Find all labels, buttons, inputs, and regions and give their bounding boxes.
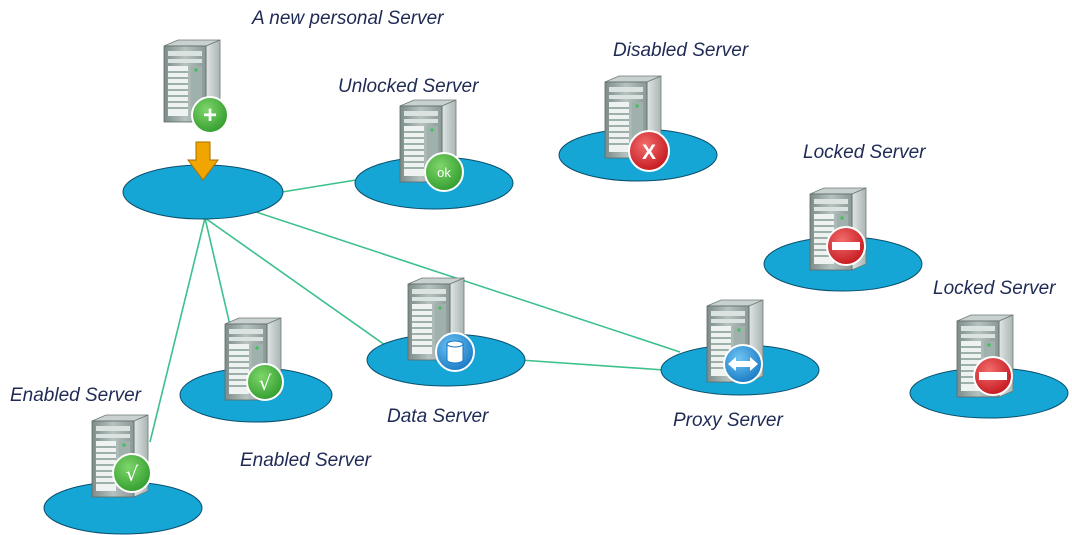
database-icon [435,332,475,372]
link-hub-unlocked [281,179,357,193]
add-badge-text: + [203,102,217,129]
label-enabled-server-1: Enabled Server [10,385,141,406]
label-data-server: Data Server [387,406,489,427]
link-data-proxy [519,359,665,371]
no-entry-icon [826,226,866,266]
down-arrow-icon [187,141,219,181]
plus-circle-icon: + [191,96,229,134]
label-enabled-server-2: Enabled Server [240,450,371,471]
link-hub-enabled-1 [149,217,206,443]
platforms [43,128,1069,535]
checkmark-circle-icon: √ [246,363,284,401]
disabled-badge-text: X [642,141,656,164]
link-hub-proxy [249,209,681,353]
x-circle-icon: X [628,130,670,172]
label-disabled-server: Disabled Server [613,40,749,61]
check-badge-text: √ [259,371,272,395]
ok-badge-text: ok [437,165,451,180]
check-badge-text: √ [126,462,139,486]
checkmark-circle-icon: √ [112,453,152,493]
label-proxy-server: Proxy Server [673,410,783,431]
label-locked-server-2: Locked Server [933,278,1056,299]
label-locked-server-1: Locked Server [803,142,926,163]
label-new-personal-server: A new personal Server [252,8,444,29]
ok-circle-icon: ok [424,152,464,192]
connector-lines [149,179,681,443]
double-arrow-icon [723,344,763,384]
label-unlocked-server: Unlocked Server [338,76,479,97]
no-entry-icon [973,356,1013,396]
link-hub-data [204,217,386,346]
